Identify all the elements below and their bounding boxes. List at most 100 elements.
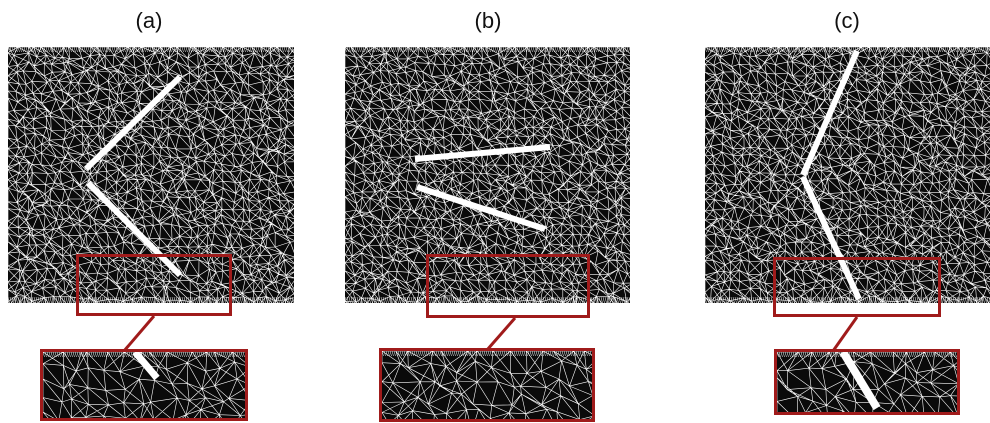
boundary-refinement [776, 296, 779, 303]
boundary-refinement [227, 47, 230, 53]
boundary-refinement [88, 352, 91, 358]
boundary-refinement [352, 47, 355, 53]
boundary-refinement [832, 47, 835, 53]
boundary-refinement [125, 47, 128, 53]
boundary-refinement [68, 352, 71, 358]
boundary-refinement [460, 418, 461, 419]
boundary-refinement [915, 411, 916, 412]
boundary-refinement [549, 351, 552, 357]
boundary-refinement [19, 296, 22, 303]
boundary-refinement [245, 296, 248, 303]
boundary-refinement [822, 47, 825, 53]
boundary-refinement [504, 47, 507, 53]
boundary-refinement [143, 47, 146, 53]
boundary-refinement [947, 411, 948, 412]
boundary-refinement [386, 296, 389, 303]
boundary-refinement [876, 296, 879, 303]
boundary-refinement [396, 47, 399, 53]
boundary-refinement [11, 47, 14, 53]
mesh-lines [382, 351, 592, 419]
boundary-refinement [279, 296, 282, 303]
boundary-refinement [796, 352, 799, 358]
boundary-refinement [923, 411, 924, 412]
boundary-refinement [537, 351, 540, 357]
boundary-refinement [976, 296, 979, 303]
boundary-refinement [614, 47, 617, 53]
boundary-refinement [800, 352, 803, 358]
boundary-refinement [444, 418, 445, 419]
boundary-refinement [99, 47, 102, 53]
boundary-refinement [291, 296, 294, 303]
boundary-refinement [886, 352, 889, 358]
boundary-refinement [416, 418, 417, 419]
boundary-refinement [524, 296, 527, 303]
boundary-refinement [147, 296, 150, 303]
boundary-refinement [212, 352, 215, 358]
boundary-refinement [432, 47, 435, 53]
boundary-refinement [533, 351, 536, 357]
boundary-refinement [944, 296, 947, 303]
boundary-refinement [153, 296, 156, 303]
boundary-refinement [884, 47, 887, 53]
boundary-refinement [216, 352, 219, 358]
boundary-refinement [33, 47, 36, 53]
boundary-refinement [942, 47, 945, 53]
boundary-refinement [542, 296, 545, 303]
boundary-refinement [251, 47, 254, 53]
boundary-refinement [583, 351, 586, 357]
boundary-refinement [43, 47, 46, 53]
boundary-refinement [842, 296, 845, 303]
boundary-refinement [848, 296, 851, 303]
boundary-refinement [580, 47, 583, 53]
boundary-refinement [927, 411, 928, 412]
boundary-refinement [838, 296, 841, 303]
boundary-refinement [217, 47, 220, 53]
boundary-refinement [849, 411, 850, 412]
boundary-refinement [404, 47, 407, 53]
boundary-refinement [209, 296, 212, 303]
boundary-refinement [786, 47, 789, 53]
boundary-refinement [67, 296, 70, 303]
boundary-refinement [841, 411, 842, 412]
boundary-refinement [398, 418, 399, 419]
boundary-refinement [101, 47, 104, 53]
boundary-refinement [154, 352, 157, 358]
boundary-refinement [358, 47, 361, 53]
boundary-refinement [869, 411, 870, 412]
boundary-refinement [101, 296, 104, 303]
boundary-refinement [434, 47, 437, 53]
boundary-refinement [814, 296, 817, 303]
boundary-refinement [860, 296, 863, 303]
boundary-refinement [888, 47, 891, 53]
boundary-refinement [269, 47, 272, 53]
boundary-refinement [976, 47, 979, 53]
boundary-refinement [476, 418, 477, 419]
boundary-refinement [356, 47, 359, 53]
boundary-refinement [870, 352, 873, 358]
boundary-refinement [521, 351, 524, 357]
boundary-refinement [161, 417, 162, 418]
boundary-refinement [465, 351, 468, 357]
boundary-refinement [108, 352, 111, 358]
boundary-refinement [899, 411, 900, 412]
boundary-refinement [750, 47, 753, 53]
boundary-refinement [740, 296, 743, 303]
boundary-refinement [912, 47, 915, 53]
boundary-refinement [867, 411, 868, 412]
boundary-refinement [561, 351, 564, 357]
boundary-refinement [904, 47, 907, 53]
boundary-refinement [828, 47, 831, 53]
boundary-refinement [896, 352, 899, 358]
boundary-refinement [945, 411, 946, 412]
boundary-refinement [178, 352, 181, 358]
boundary-refinement [519, 351, 522, 357]
boundary-refinement [540, 296, 543, 303]
boundary-refinement [488, 418, 489, 419]
boundary-refinement [818, 47, 821, 53]
boundary-refinement [716, 296, 719, 303]
boundary-refinement [179, 47, 182, 53]
boundary-refinement [37, 296, 40, 303]
boundary-refinement [99, 296, 102, 303]
boundary-refinement [584, 418, 585, 419]
boundary-refinement [550, 418, 551, 419]
